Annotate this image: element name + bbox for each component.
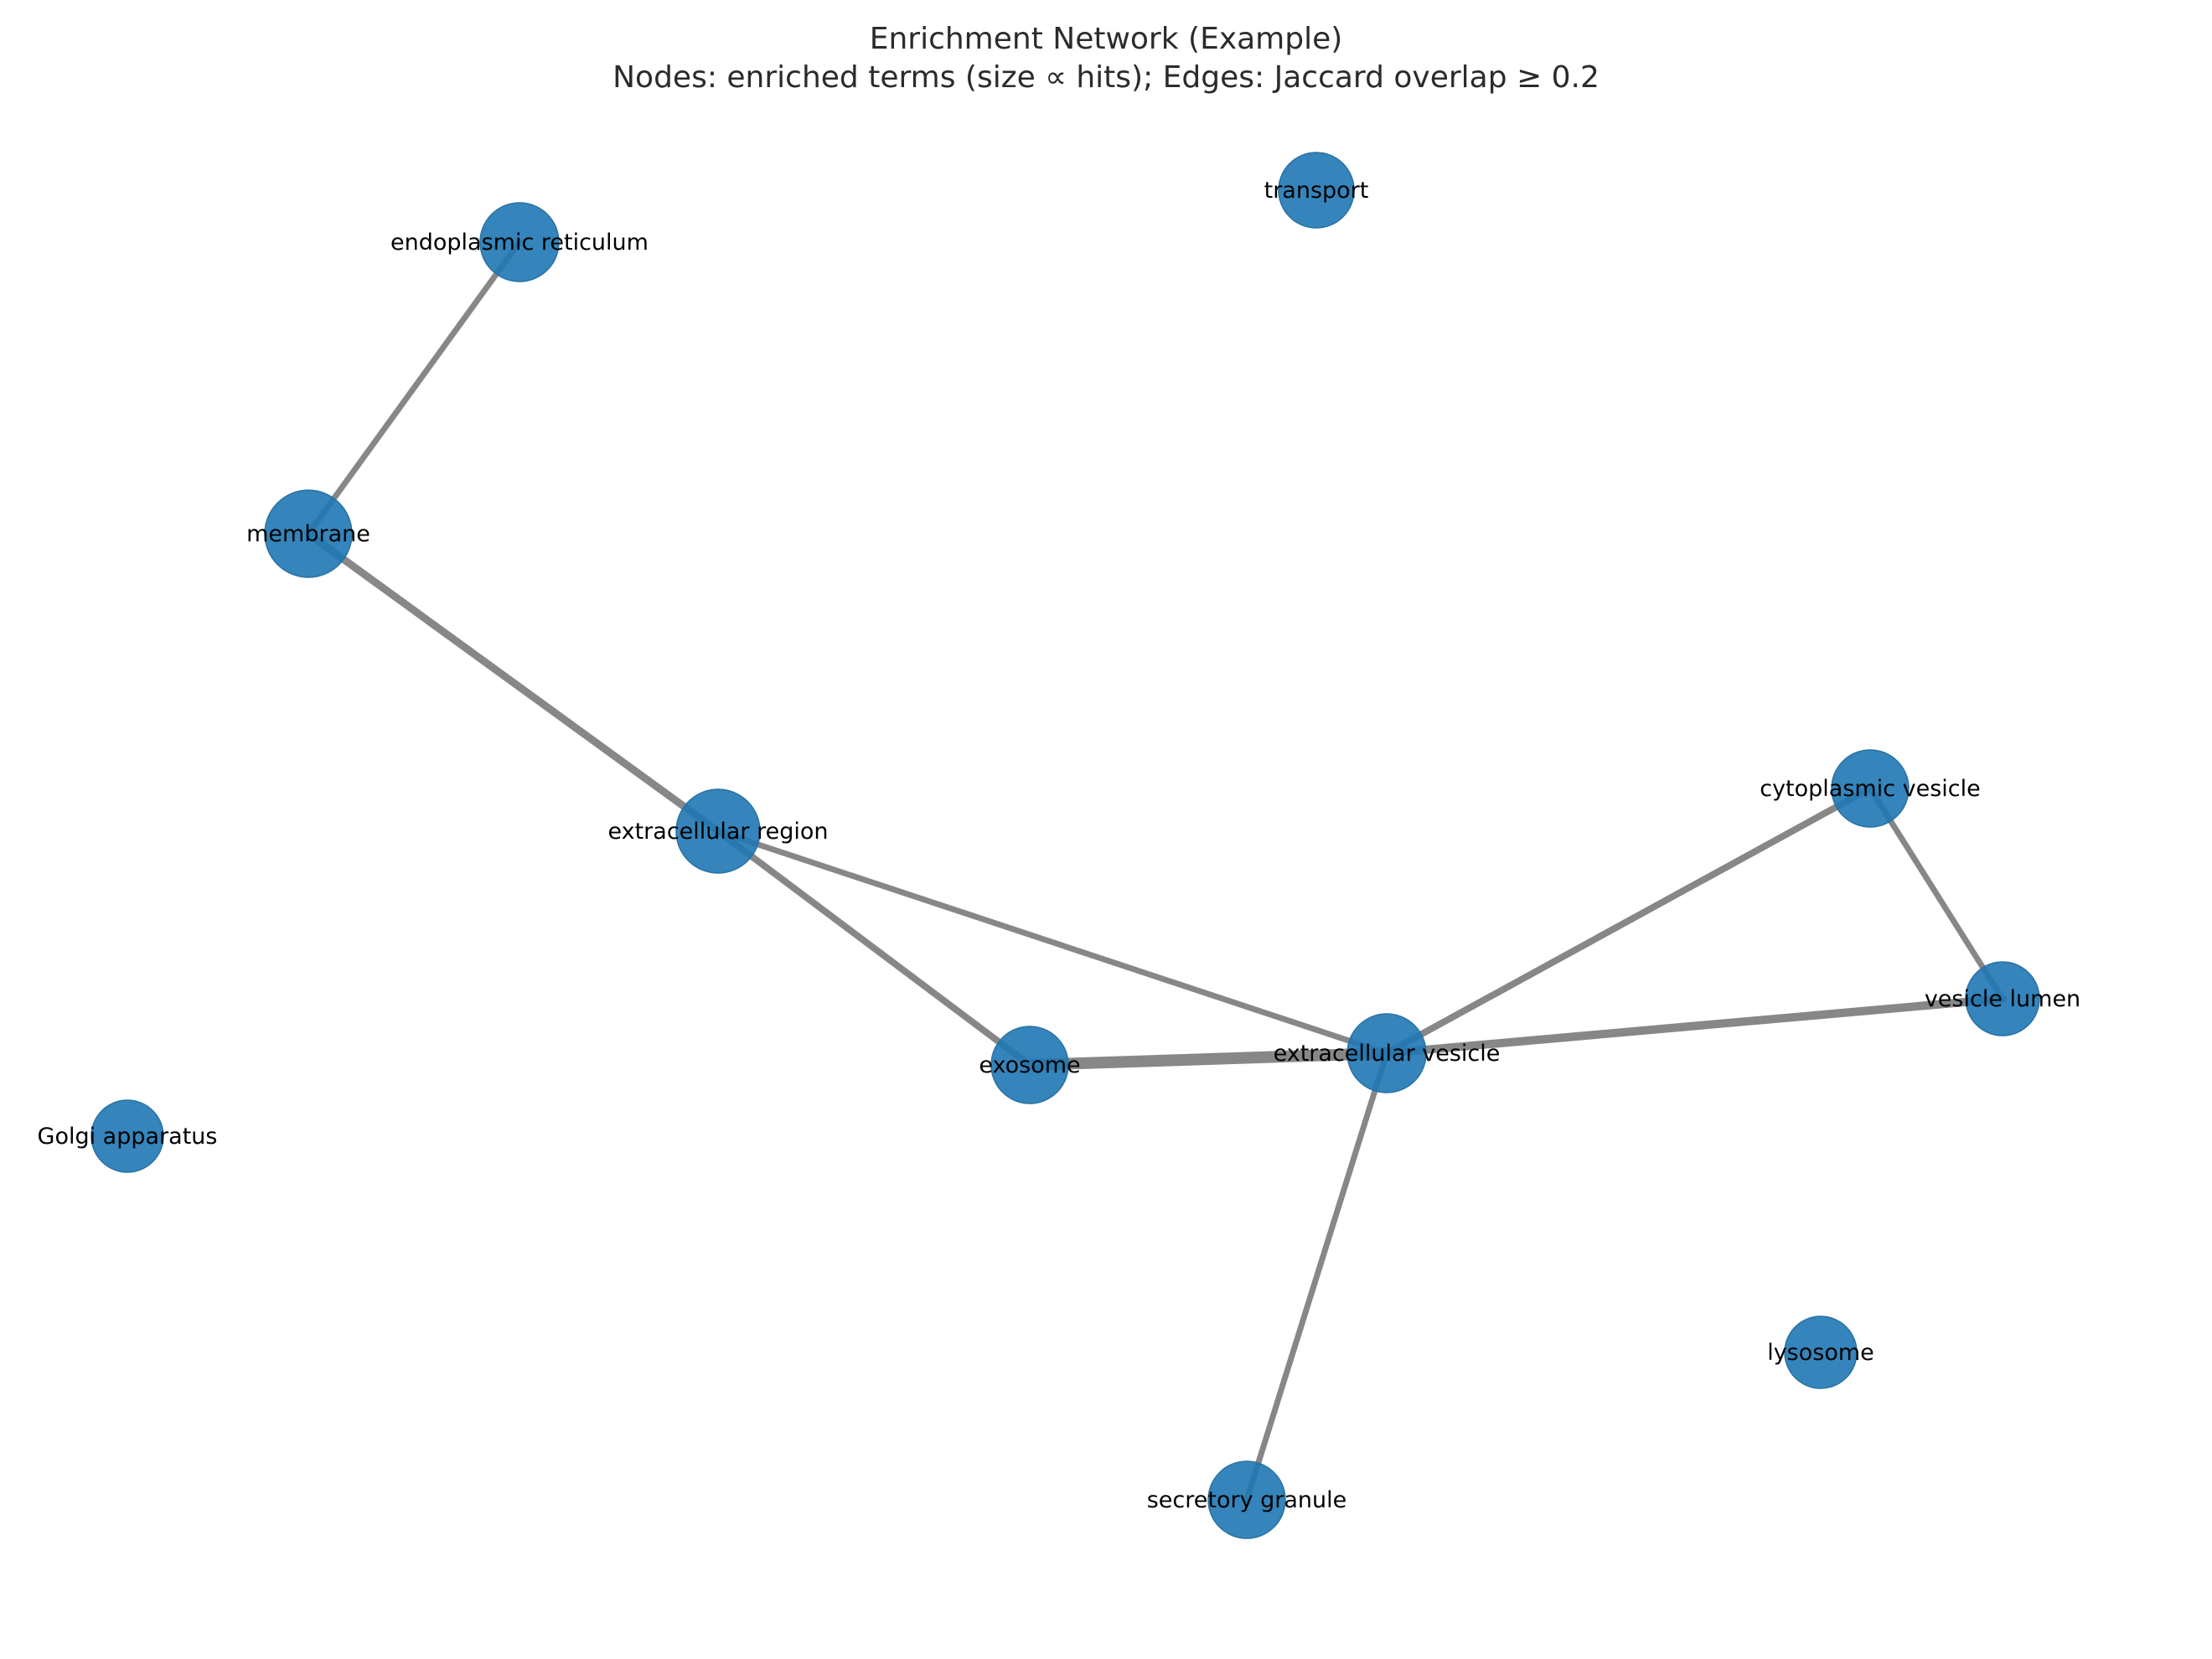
edge-extracellular-vesicle-vesicle-lumen <box>1382 995 2007 1057</box>
node-label-extracellular-region: extracellular region <box>607 819 828 845</box>
chart-title: Enrichment Network (Example) <box>870 22 1343 56</box>
chart-subtitle: Nodes: enriched terms (size ∝ hits); Edg… <box>612 60 1600 95</box>
labels-layer: transport endoplasmic reticulum membrane ex… <box>38 178 2081 1513</box>
node-vesicle-lumen <box>1965 961 2040 1036</box>
edge-membrane-extracellular-region <box>304 530 722 835</box>
node-label-transport: transport <box>1264 178 1369 204</box>
node-lysosome <box>1784 1315 1858 1389</box>
node-endoplasmic-reticulum <box>479 202 560 282</box>
edge-exosome-extracellular-vesicle <box>1024 1047 1393 1071</box>
node-label-vesicle-lumen: vesicle lumen <box>1925 986 2080 1012</box>
node-golgi-apparatus <box>90 1099 164 1173</box>
node-membrane <box>264 489 353 578</box>
node-label-lysosome: lysosome <box>1767 1340 1874 1366</box>
edges-layer <box>304 239 2007 1503</box>
node-label-endoplasmic-reticulum: endoplasmic reticulum <box>390 230 649 256</box>
edge-cytoplasmic-vesicle-vesicle-lumen <box>1867 785 2006 1002</box>
node-label-membrane: membrane <box>246 521 370 547</box>
node-label-extracellular-vesicle: extracellular vesicle <box>1274 1041 1501 1067</box>
node-label-cytoplasmic-vesicle: cytoplasmic vesicle <box>1760 776 1981 802</box>
node-cytoplasmic-vesicle <box>1831 749 1910 828</box>
node-label-secretory-granule: secretory granule <box>1147 1487 1347 1513</box>
edge-extracellular-vesicle-secretory-granule <box>1243 1050 1390 1503</box>
edge-extracellular-vesicle-cytoplasmic-vesicle <box>1383 785 1873 1057</box>
node-label-golgi-apparatus: Golgi apparatus <box>38 1124 218 1150</box>
node-exosome <box>990 1026 1069 1104</box>
node-label-exosome: exosome <box>979 1052 1080 1078</box>
node-extracellular-vesicle <box>1346 1013 1427 1093</box>
node-secretory-granule <box>1207 1460 1286 1539</box>
edge-extracellular-region-exosome <box>715 828 1033 1068</box>
node-transport <box>1278 152 1355 229</box>
edge-extracellular-region-extracellular-vesicle <box>715 828 1390 1057</box>
node-extracellular-region <box>675 788 761 874</box>
nodes-layer <box>90 152 2040 1539</box>
edge-endoplasmic-reticulum-membrane <box>305 239 523 537</box>
